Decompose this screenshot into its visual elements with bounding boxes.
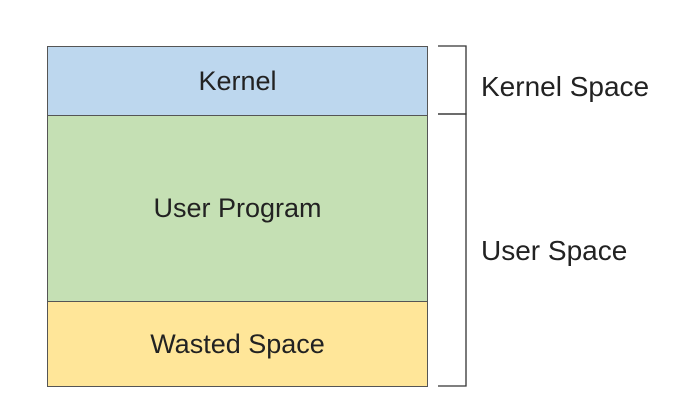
- user-program-label: User Program: [153, 193, 322, 223]
- kernel-label: Kernel: [198, 65, 277, 96]
- memory-stack: Kernel User Program Wasted Space: [47, 46, 428, 387]
- kernel-space-bracket: [438, 45, 467, 115]
- user-space-label: User Space: [481, 235, 628, 266]
- wasted-space-label: Wasted Space: [150, 328, 325, 359]
- user-program-block: User Program: [48, 116, 427, 302]
- kernel-block: Kernel: [48, 47, 427, 116]
- user-space-bracket: [438, 113, 467, 387]
- kernel-space-label: Kernel Space: [481, 71, 650, 102]
- wasted-space-block: Wasted Space: [48, 302, 427, 386]
